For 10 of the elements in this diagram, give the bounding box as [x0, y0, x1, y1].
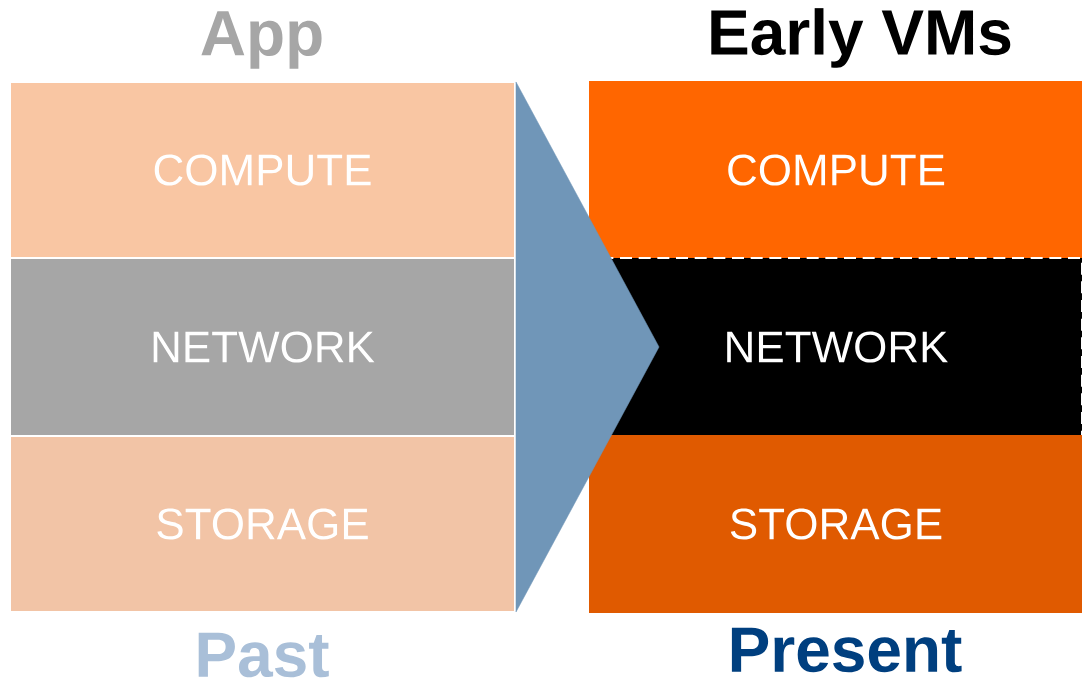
- column-heading: App: [201, 11, 322, 69]
- layer-box: STORAGE: [9, 435, 516, 613]
- column-heading: Early VMs: [711, 8, 1011, 68]
- layer-box: COMPUTE: [589, 81, 1082, 259]
- funnel-arrow: [515, 81, 660, 613]
- column-heading: Present: [731, 627, 962, 673]
- layer-box: NETWORK: [9, 257, 516, 437]
- layer-box: COMPUTE: [9, 81, 516, 259]
- layer-box: STORAGE: [589, 435, 1082, 613]
- layer-box: NETWORK: [589, 257, 1082, 437]
